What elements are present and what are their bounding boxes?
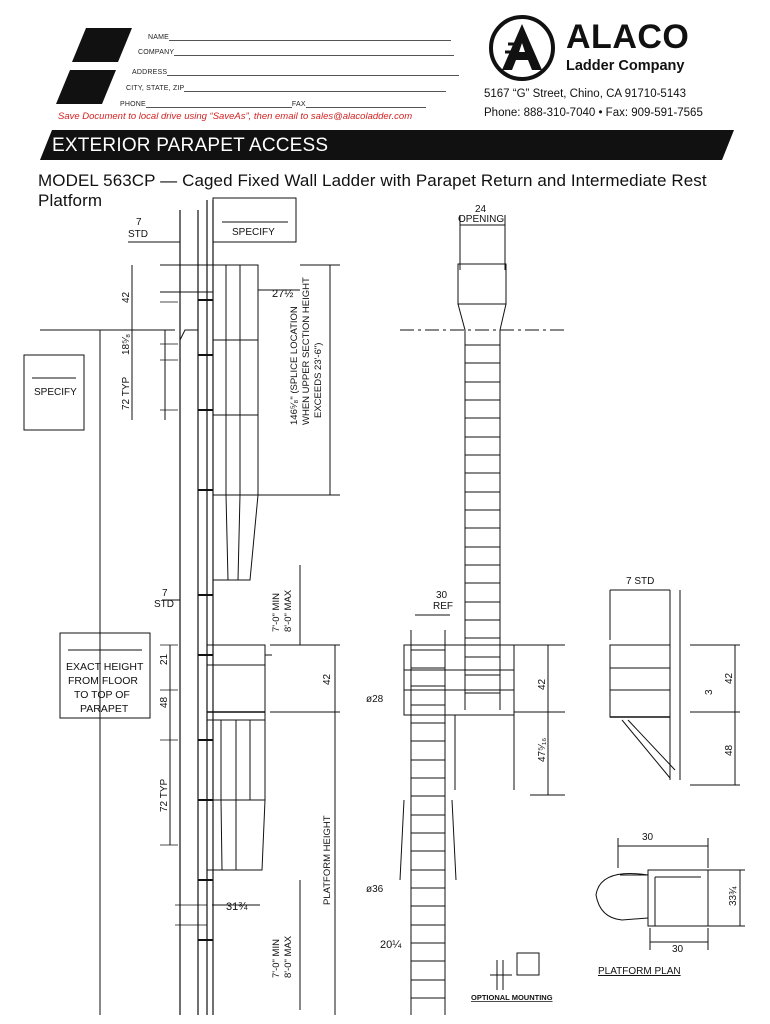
std-label-mid: STD xyxy=(154,599,174,610)
splice-note-3: EXCEEDS 23'-6") xyxy=(313,343,324,418)
company-phone-fax: Phone: 888-310-7040 • Fax: 909-591-7565 xyxy=(484,107,703,119)
address-label: ADDRESS xyxy=(132,69,168,76)
exact-height-2: FROM FLOOR xyxy=(68,675,138,687)
dim-47: 47⁵⁄₁₆ xyxy=(537,738,548,762)
dim-33: 33¾ xyxy=(728,886,739,906)
min-max-upper-1: 7'-0" MIN xyxy=(271,593,282,632)
model-title: MODEL 563CP — Caged Fixed Wall Ladder wi… xyxy=(38,171,707,210)
company-label: COMPANY xyxy=(138,49,175,56)
dim-72-typ-upper: 72 TYP xyxy=(121,377,132,410)
dim-30-plan-top: 30 xyxy=(642,832,654,843)
dim-27-half: 27½ xyxy=(272,288,293,300)
dim-7-std-right: 7 STD xyxy=(626,576,654,587)
phone-field[interactable]: PHONE FAX xyxy=(120,99,426,108)
splice-note-1: 146⁵⁄₈" (SPLICE LOCATION xyxy=(289,306,300,425)
min-max-lower-1: 7'-0" MIN xyxy=(271,939,282,978)
platform-height: PLATFORM HEIGHT xyxy=(322,815,333,905)
address-field[interactable]: ADDRESS xyxy=(132,67,460,76)
dim-31: 31¾ xyxy=(226,901,248,913)
dim-24: 24 xyxy=(475,204,487,215)
dim-42-right: 42 xyxy=(724,672,735,684)
specify-top: SPECIFY xyxy=(232,227,275,238)
dim-21: 21 xyxy=(159,653,170,665)
opening-label: OPENING xyxy=(458,214,504,225)
name-field[interactable]: NAME xyxy=(148,32,452,41)
dim-30-plan-bottom: 30 xyxy=(672,944,684,955)
alaco-logo-icon xyxy=(489,15,555,81)
dim-7-std-mid: 7 xyxy=(162,588,168,599)
dim-20: 20¼ xyxy=(380,939,402,951)
exact-height-1: EXACT HEIGHT xyxy=(66,661,144,673)
dia-36: ø36 xyxy=(366,884,384,895)
section-title: EXTERIOR PARAPET ACCESS xyxy=(52,135,329,156)
splice-note-2: WHEN UPPER SECTION HEIGHT xyxy=(301,277,312,425)
ref-label: REF xyxy=(433,601,453,612)
dim-3: 3 xyxy=(704,689,715,695)
std-label-top: STD xyxy=(128,229,148,240)
company-subtitle: Ladder Company xyxy=(566,58,685,74)
company-address: 5167 “G” Street, Chino, CA 91710-5143 xyxy=(484,88,687,100)
save-note: Save Document to local drive using “Save… xyxy=(58,111,413,122)
exact-height-4: PARAPET xyxy=(80,703,129,715)
dim-30-ref: 30 xyxy=(436,590,448,601)
min-max-lower-2: 8'-0" MAX xyxy=(283,935,294,978)
company-field[interactable]: COMPANY xyxy=(138,47,455,56)
specify-left: SPECIFY xyxy=(34,387,77,398)
dia-28: ø28 xyxy=(366,694,384,705)
dim-42-platform: 42 xyxy=(322,673,333,685)
dim-48-right: 48 xyxy=(724,744,735,756)
city-field[interactable]: CITY, STATE, ZIP xyxy=(126,83,447,92)
dim-7-std-top: 7 xyxy=(136,217,142,228)
dim-42-upper: 42 xyxy=(121,291,132,303)
dim-18: 18⁵⁄₈ xyxy=(121,334,132,355)
dim-42-front: 42 xyxy=(537,678,548,690)
phone-label: PHONE xyxy=(120,101,146,108)
dim-48-left: 48 xyxy=(159,696,170,708)
min-max-upper-2: 8'-0" MAX xyxy=(283,589,294,632)
dim-72-typ-lower: 72 TYP xyxy=(159,779,170,812)
company-name: ALACO xyxy=(566,18,690,56)
platform-plan: PLATFORM PLAN xyxy=(598,966,681,977)
optional-mounting: OPTIONAL MOUNTING xyxy=(471,993,553,1002)
title-bar xyxy=(40,130,734,160)
name-label: NAME xyxy=(148,34,170,41)
fax-label: FAX xyxy=(291,101,306,108)
exact-height-3: TO TOP OF xyxy=(74,689,130,701)
city-label: CITY, STATE, ZIP xyxy=(126,85,185,92)
